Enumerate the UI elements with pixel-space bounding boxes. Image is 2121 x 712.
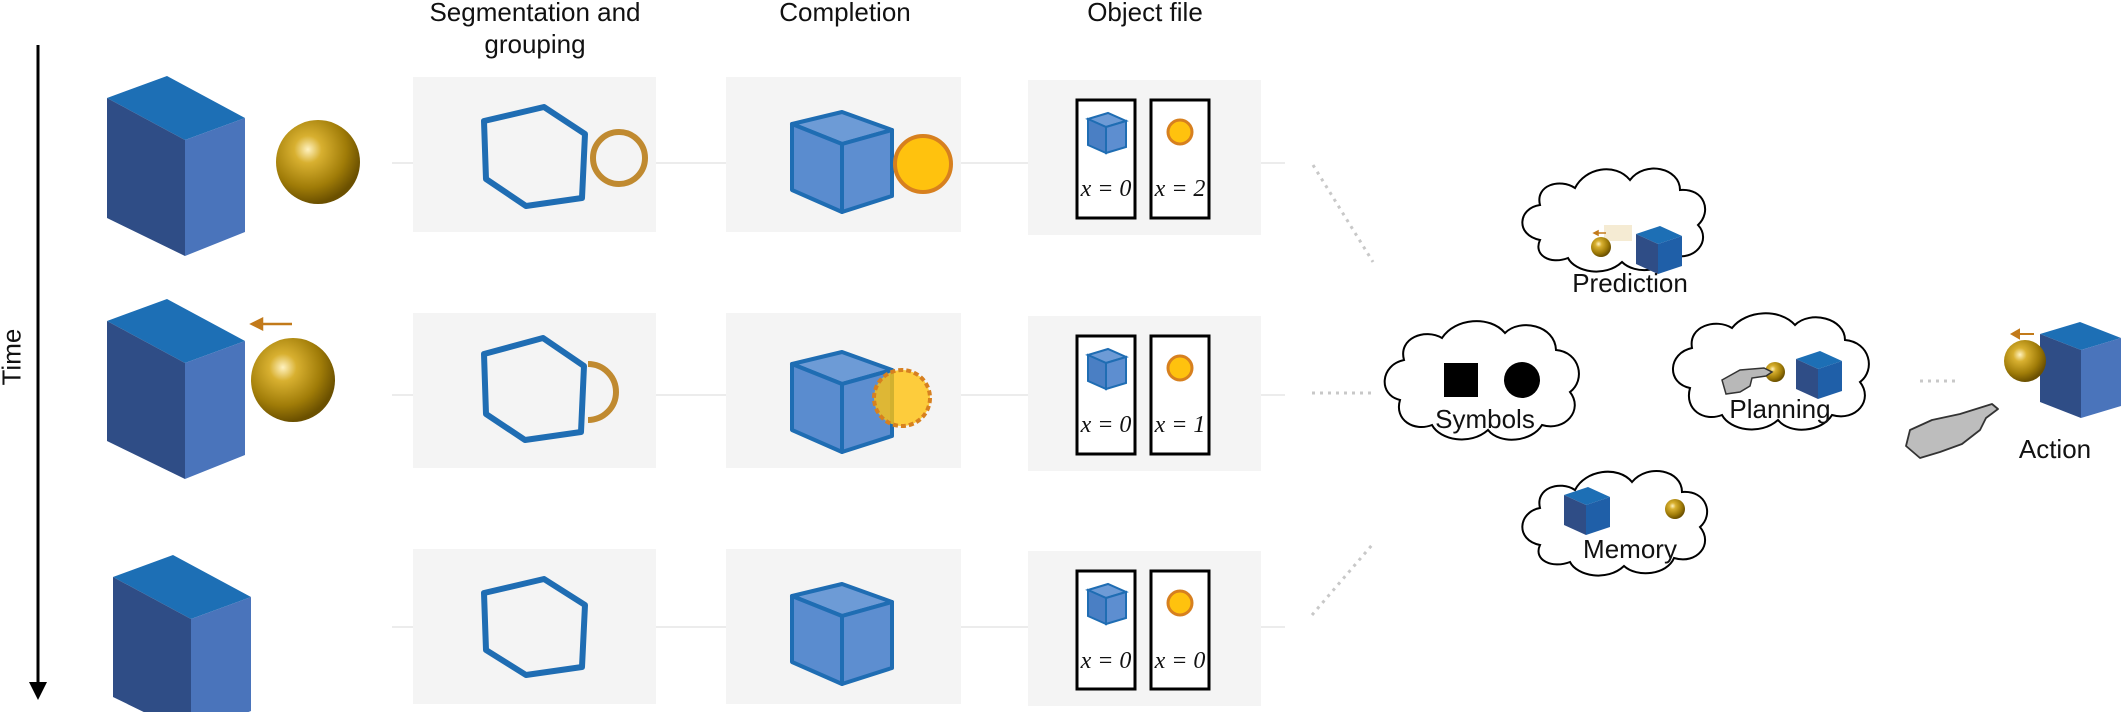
scene-2-sphere	[251, 338, 335, 422]
action-cube	[2040, 322, 2121, 418]
seg-panel-3	[413, 549, 656, 704]
action-label: Action	[2018, 434, 2092, 464]
scene-2-arrow	[249, 316, 292, 332]
seg-2-ring	[587, 361, 619, 423]
cloud-label-symbols: Symbols	[1435, 404, 1535, 434]
scene-3-cube	[113, 555, 251, 712]
obj-2-sphere-x: x = 1	[1154, 412, 1206, 438]
cloud-label-planning: Planning	[1729, 394, 1831, 424]
obj-panel-1	[1028, 80, 1261, 235]
header-object-file: Object file	[1087, 0, 1203, 27]
cloud-symbols	[1383, 320, 1580, 441]
scene-2-cube	[107, 299, 245, 479]
header-completion: Completion	[779, 0, 911, 27]
comp-1-disc	[893, 134, 953, 194]
action-hand-icon	[1905, 403, 1999, 459]
scene-1-sphere	[276, 120, 360, 204]
seg-1-outline	[481, 104, 588, 209]
obj-panel-2	[1028, 316, 1261, 471]
time-axis	[29, 45, 47, 700]
comp-2-disc	[872, 368, 932, 428]
seg-1-ring	[590, 129, 648, 187]
seg-2-outline	[481, 335, 587, 443]
obj-1-sphere-x: x = 2	[1154, 176, 1206, 202]
obj-panel-3	[1028, 551, 1261, 706]
symbol-square	[1444, 363, 1478, 397]
scene-1-cube	[107, 76, 245, 256]
cloud-label-memory: Memory	[1583, 534, 1677, 564]
action-sphere	[2004, 340, 2046, 382]
obj-3-sphere-x: x = 0	[1154, 648, 1206, 674]
obj-1-cube-x: x = 0	[1080, 176, 1132, 202]
obj-2-cube-x: x = 0	[1080, 412, 1132, 438]
header-segmentation: Segmentation and grouping	[429, 0, 641, 59]
symbol-circle	[1504, 362, 1540, 398]
cloud-label-prediction: Prediction	[1572, 268, 1688, 298]
seg-3-outline	[481, 576, 588, 678]
obj-3-cube-x: x = 0	[1080, 648, 1132, 674]
planning-hand-icon	[1721, 367, 1774, 395]
